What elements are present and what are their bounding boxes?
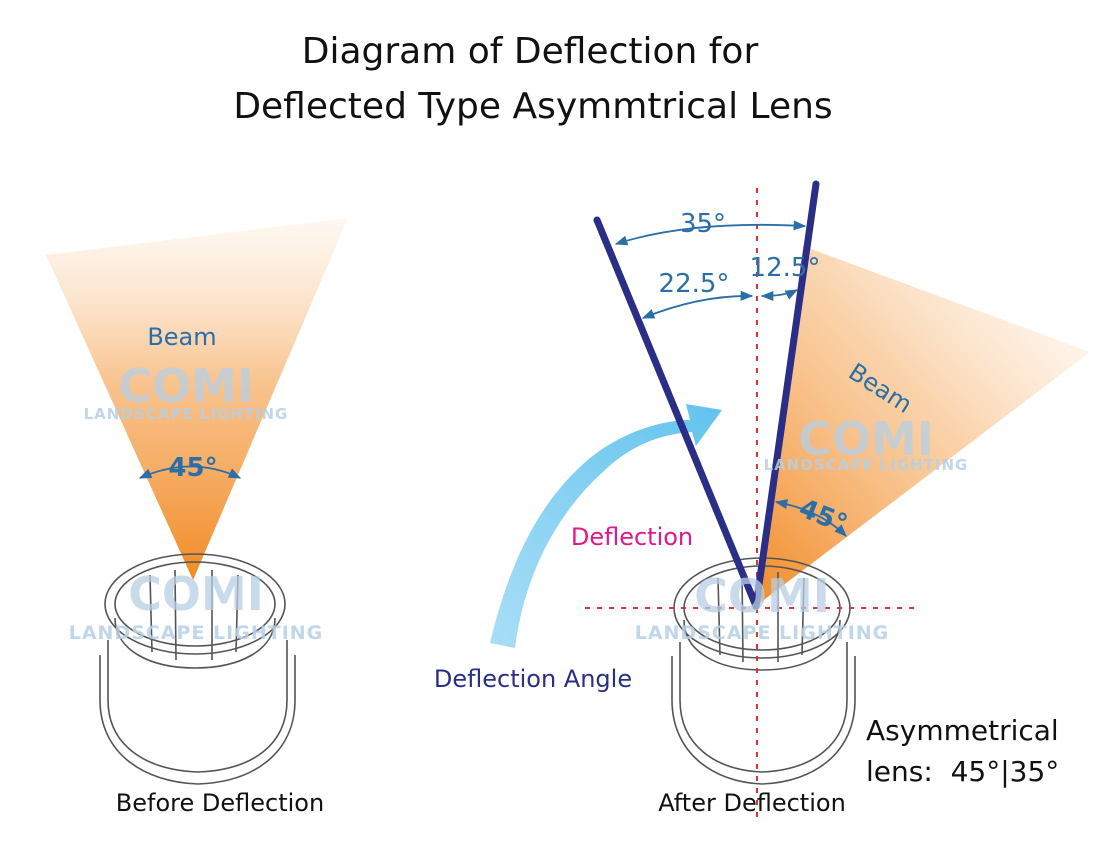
right-caption: After Deflection <box>658 789 846 817</box>
right-watermark-bottom-tagline: LANDSCAPE LIGHTING <box>635 622 890 644</box>
right-part-angle-label: 12.5° <box>750 253 821 283</box>
left-watermark-top-name: COMI <box>118 359 254 413</box>
left-beam-angle-arc <box>138 465 242 479</box>
title-line-2: Deflected Type Asymmtrical Lens <box>233 86 832 127</box>
spec-line-1: Asymmetrical <box>866 714 1059 747</box>
left-watermark-top-tagline: LANDSCAPE LIGHTING <box>84 405 289 423</box>
left-watermark-bottom-tagline: LANDSCAPE LIGHTING <box>69 622 324 644</box>
left-part-angle-label: 22.5° <box>659 269 730 299</box>
right-watermark-top-tagline: LANDSCAPE LIGHTING <box>764 456 969 474</box>
left-watermark-bottom-name: COMI <box>128 567 264 621</box>
right-panel: 35° 22.5° 12.5° Beam 45° COMI LANDSCAPE … <box>434 180 1090 822</box>
left-beam-label: Beam <box>147 323 216 351</box>
total-angle-label: 35° <box>680 209 726 239</box>
deflection-arrow <box>490 404 722 648</box>
arc-22-5 <box>641 290 754 319</box>
arc-35 <box>614 220 807 246</box>
spec-line-2: lens: 45°|35° <box>866 755 1059 788</box>
deflection-angle-label: Deflection Angle <box>434 665 632 693</box>
right-beam-angle-arc <box>774 499 847 537</box>
deflection-label: Deflection <box>571 523 693 551</box>
left-lens-housing <box>99 553 296 785</box>
beam-edge-left <box>593 216 760 610</box>
beam-edge-right <box>752 180 820 610</box>
left-panel: Beam 45° COMI LANDSCAPE LIGHTING COMI LA… <box>46 218 348 817</box>
left-beam-angle-label: 45° <box>168 453 217 483</box>
right-watermark-bottom-name: COMI <box>694 569 830 623</box>
left-beam-cone <box>46 218 348 580</box>
right-watermark-top-name: COMI <box>798 412 934 466</box>
arc-12-5 <box>760 289 799 302</box>
title-line-1: Diagram of Deflection for <box>302 31 759 72</box>
left-caption: Before Deflection <box>116 789 324 817</box>
